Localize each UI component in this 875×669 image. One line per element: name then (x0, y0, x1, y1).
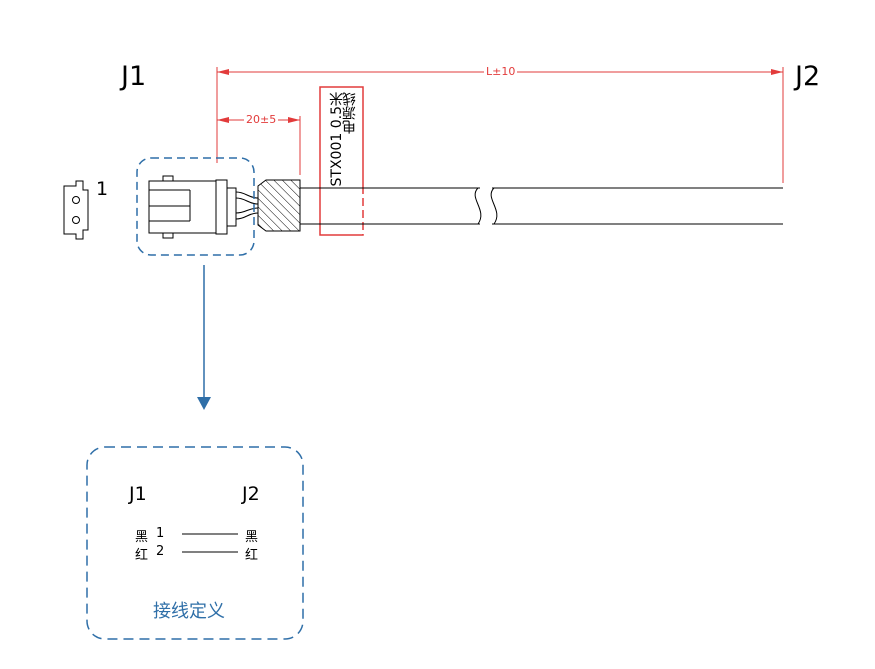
wire-2-right-color: 红 (245, 548, 259, 563)
wiring-j1-title: J1 (129, 483, 147, 505)
j1-title: J1 (121, 61, 147, 92)
cable-boot (257, 179, 301, 232)
wire-1-left-pin: 1 (156, 526, 165, 541)
cable-tag-box (319, 86, 364, 236)
wire-1-right-color: 黑 (245, 530, 259, 545)
wire-1-left-color: 黑 (135, 530, 149, 545)
dimension-lines (216, 67, 784, 183)
cable-tag-line2: 电源线 (342, 92, 358, 134)
wiring-caption: 接线定义 (153, 601, 225, 622)
callout-arrow-head (197, 397, 211, 410)
wiring-j2-title: J2 (242, 483, 260, 505)
pin-face-icon (63, 180, 89, 240)
strip-dimension: 20±5 (244, 113, 279, 126)
j2-title: J2 (795, 61, 821, 92)
wire-2-left-color: 红 (135, 548, 149, 563)
connector-wires (235, 191, 259, 220)
length-dimension: L±10 (484, 65, 518, 78)
pin-one-label: 1 (96, 178, 109, 200)
wiring-definition-box (86, 446, 304, 640)
j1-connector (148, 175, 237, 239)
j1-callout-box (136, 157, 255, 256)
wire-2-left-pin: 2 (156, 544, 165, 559)
cable (300, 187, 783, 225)
